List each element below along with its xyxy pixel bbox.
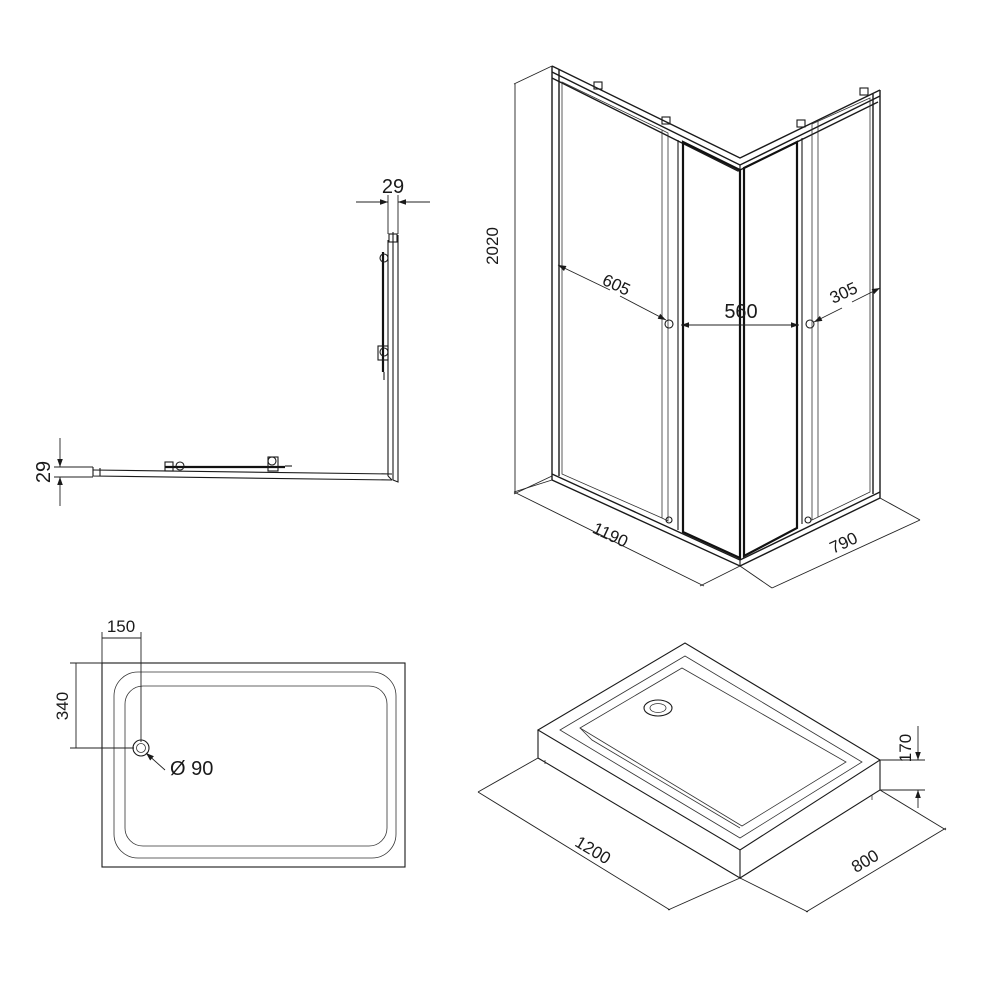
top-view: 29 29 xyxy=(33,176,430,506)
tray-plan-dim-drain-y: 340 xyxy=(53,662,134,749)
top-view-dim-front: 29 xyxy=(33,438,93,506)
dim-label-width: 1190 xyxy=(590,519,631,552)
dim-label-fixed-panel: 605 xyxy=(599,270,633,299)
top-view-front-profile xyxy=(92,456,393,481)
dim-label-drain-x: 150 xyxy=(107,617,135,636)
dim-label-side-door: 305 xyxy=(827,278,861,307)
top-view-side-profile xyxy=(377,232,399,483)
cabin-dim-height: 2020 xyxy=(483,65,553,495)
cabin-dim-fixed-panel: 605 xyxy=(557,264,667,321)
dim-label-tray-height: 170 xyxy=(896,734,915,762)
tray-drain-icon xyxy=(643,699,673,717)
dim-label-tray-width: 800 xyxy=(848,846,882,877)
cabin-isometric: 2020 1190 790 605 560 xyxy=(483,65,921,589)
dim-label-height: 2020 xyxy=(483,227,502,265)
dim-label-door-opening: 560 xyxy=(724,301,757,323)
tray-plan: 150 340 Ø 90 xyxy=(53,617,406,868)
tray-plan-dim-drain-x: 150 xyxy=(101,617,142,742)
dim-label-depth: 790 xyxy=(827,528,861,557)
right-sliding-door xyxy=(742,138,815,558)
dim-label-drain-diameter: Ø 90 xyxy=(170,758,213,780)
top-view-dim-side: 29 xyxy=(356,176,430,234)
dim-label-side-profile: 29 xyxy=(382,176,404,198)
tray-iso-dim-length: 1200 xyxy=(477,757,741,911)
tray-isometric: 170 1200 800 xyxy=(477,642,947,913)
tray-plan-dim-drain-diameter: Ø 90 xyxy=(145,752,213,780)
left-fixed-panel xyxy=(561,81,669,522)
cabin-dim-door-opening: 560 xyxy=(681,301,799,328)
left-sliding-door xyxy=(664,140,742,560)
dim-label-drain-y: 340 xyxy=(53,692,72,720)
dim-label-front-profile: 29 xyxy=(33,461,55,483)
cabin-dim-width: 1190 xyxy=(513,479,741,587)
tray-iso-dim-height: 170 xyxy=(880,726,925,808)
